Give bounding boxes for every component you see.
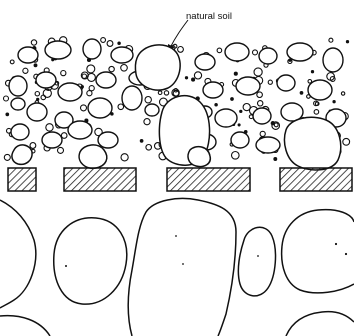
soil-particle: [46, 124, 53, 131]
soil-particle: [82, 74, 86, 78]
soil-particle: [240, 110, 242, 112]
soil-particle: [243, 104, 250, 111]
soil-particle: [346, 41, 348, 43]
leader-arrow-icon: [170, 20, 188, 48]
soil-particle: [173, 90, 179, 96]
soil-particle: [41, 95, 46, 100]
soil-particle: [217, 48, 222, 53]
soil-particle: [274, 158, 277, 161]
soil-particle: [118, 42, 120, 44]
soil-particle: [178, 47, 184, 53]
soil-particle: [121, 65, 128, 72]
stone-speckles: [65, 235, 347, 267]
soil-particle: [314, 110, 319, 115]
soil-particle: [118, 104, 124, 110]
soil-particle: [341, 92, 344, 95]
soil-particle: [145, 97, 151, 103]
soil-particle: [61, 71, 66, 76]
soil-particle: [121, 154, 128, 161]
soil-particle: [192, 78, 195, 81]
soil-particle: [81, 105, 87, 111]
soil-particle: [81, 86, 83, 88]
natural-soil-label: natural soil: [186, 11, 232, 22]
grate-bar-1: [8, 168, 36, 191]
drain-layer-stones: [0, 199, 354, 336]
soil-particle: [30, 143, 36, 149]
soil-particle: [254, 68, 262, 76]
soil-particle: [333, 101, 335, 103]
soil-particle: [87, 65, 95, 73]
soil-particle: [89, 86, 94, 91]
soil-particle: [268, 80, 272, 84]
soil-particle: [23, 68, 28, 73]
soil-particle: [107, 41, 113, 47]
soil-particle: [343, 138, 350, 145]
soil-particle: [87, 91, 92, 96]
soil-particle: [31, 40, 36, 45]
soil-particle: [144, 119, 150, 125]
soil-particle: [315, 102, 319, 106]
soil-particle: [257, 92, 263, 98]
soil-particle: [37, 98, 39, 100]
grate-bar-4: [280, 168, 352, 191]
soil-particle: [101, 38, 106, 43]
soil-particle: [258, 101, 263, 106]
soil-particle: [234, 72, 237, 75]
soil-particle: [260, 131, 265, 136]
natural-soil-annotation: natural soil: [168, 11, 232, 52]
soil-particle: [4, 154, 10, 160]
soil-particle: [158, 91, 162, 95]
soil-particle: [329, 38, 333, 42]
soil-particle: [140, 140, 143, 143]
soil-particle: [4, 96, 9, 101]
soil-particle: [10, 60, 14, 64]
grate-bar-2: [64, 168, 136, 191]
soil-particle: [146, 145, 152, 151]
soil-particle: [6, 113, 9, 116]
soil-particle: [311, 71, 313, 73]
soil-particle: [34, 64, 37, 67]
grate-bar-3: [167, 168, 250, 191]
soil-particle: [58, 147, 64, 153]
soil-particle: [87, 73, 95, 81]
soil-particle: [164, 91, 168, 95]
soil-particle: [238, 124, 240, 126]
soil-particle: [300, 92, 303, 95]
filter-grate: [8, 168, 352, 191]
soil-particle: [109, 66, 114, 71]
soil-particle: [253, 50, 258, 55]
soil-particle: [194, 72, 201, 79]
soil-particle: [35, 92, 39, 96]
soil-particle: [185, 77, 187, 79]
soil-particle: [215, 104, 217, 106]
soil-particle: [232, 152, 240, 160]
soil-particle: [231, 98, 234, 101]
